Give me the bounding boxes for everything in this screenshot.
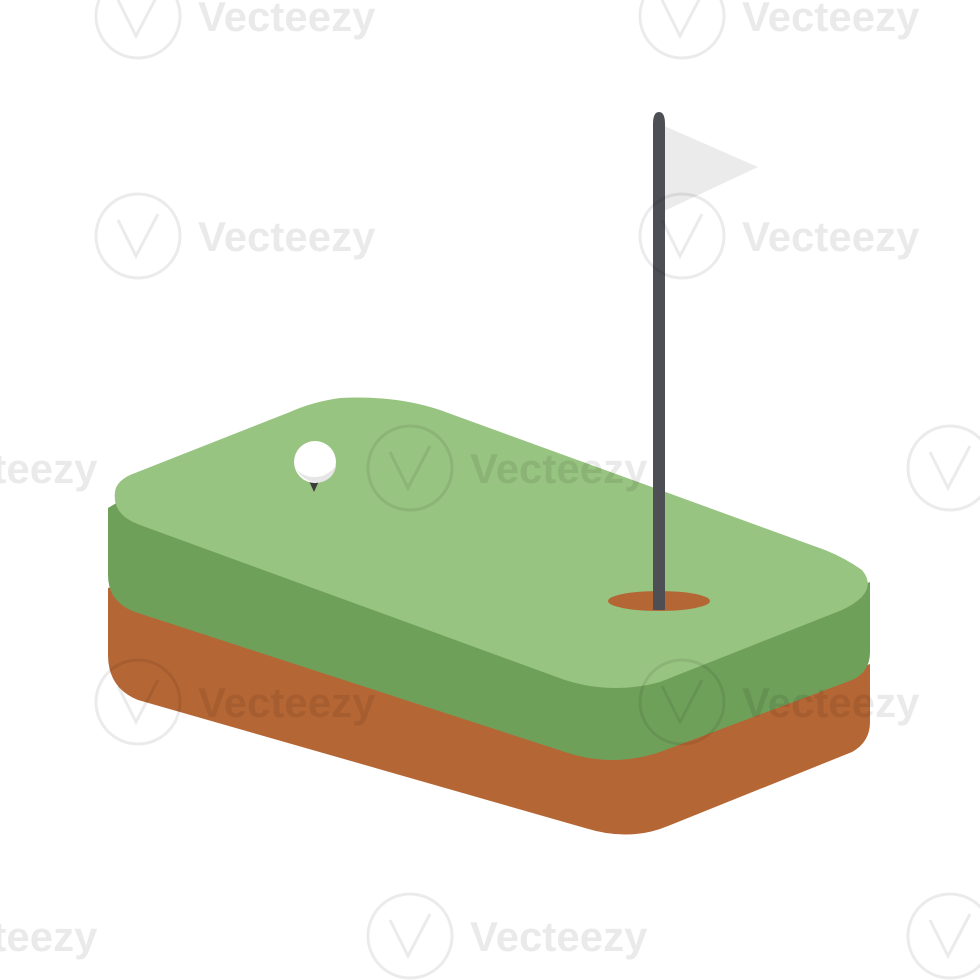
tee (309, 481, 319, 492)
watermark-logo-icon (366, 424, 454, 512)
watermark-text: Vecteezy (198, 679, 376, 726)
watermark-tile: Vecteezy (906, 424, 980, 512)
watermark-v-icon (116, 0, 157, 40)
watermark-logo-icon (638, 0, 726, 60)
watermark-tile: Vecteezy (366, 424, 648, 512)
ball-shading (296, 466, 336, 483)
watermark-text: Vecteezy (742, 213, 920, 260)
watermark-logo-icon (366, 892, 454, 980)
watermark-logo-icon (94, 192, 182, 280)
watermark-logo-icon (638, 192, 726, 280)
watermark-text: Vecteezy (198, 213, 376, 260)
watermark-v-icon (660, 0, 701, 40)
watermark-tile: Vecteezy (638, 0, 920, 60)
flag (662, 125, 758, 212)
watermark-logo-icon (94, 658, 182, 746)
golf-ball (294, 441, 336, 492)
watermark-text: Vecteezy (742, 0, 920, 40)
watermark-text: Vecteezy (742, 679, 920, 726)
watermark-text: Vecteezy (198, 0, 376, 40)
watermark-v-icon (116, 213, 160, 260)
watermark-tile: Vecteezy (94, 192, 376, 280)
watermark-tile: Vecteezy (638, 192, 920, 280)
watermark-v-icon (928, 445, 972, 492)
watermark-tile: Vecteezy (638, 658, 920, 746)
watermark-logo-icon (906, 424, 980, 512)
watermark-tile: Vecteezy (906, 892, 980, 980)
watermark-logo-icon (638, 658, 726, 746)
flagpole (653, 112, 665, 610)
watermark-tile: Vecteezy (0, 913, 98, 960)
watermark-tile: Vecteezy (94, 658, 376, 746)
watermark-logo-icon (94, 0, 182, 60)
watermark-v-icon (660, 679, 704, 726)
ball (294, 441, 336, 483)
watermark-tile: Vecteezy (94, 0, 376, 60)
watermark-text: Vecteezy (470, 913, 648, 960)
watermark-v-icon (388, 913, 432, 960)
watermark-v-icon (928, 913, 972, 960)
watermark-tile: Vecteezy (366, 892, 648, 980)
watermark-tile: Vecteezy (0, 445, 98, 492)
watermark-text: Vecteezy (0, 913, 98, 960)
watermark-v-icon (660, 213, 704, 260)
watermark-text: Vecteezy (0, 445, 98, 492)
watermark-v-icon (388, 445, 432, 492)
watermark-text: Vecteezy (470, 445, 648, 492)
watermark-logo-icon (906, 892, 980, 980)
watermark-v-icon (116, 679, 160, 726)
